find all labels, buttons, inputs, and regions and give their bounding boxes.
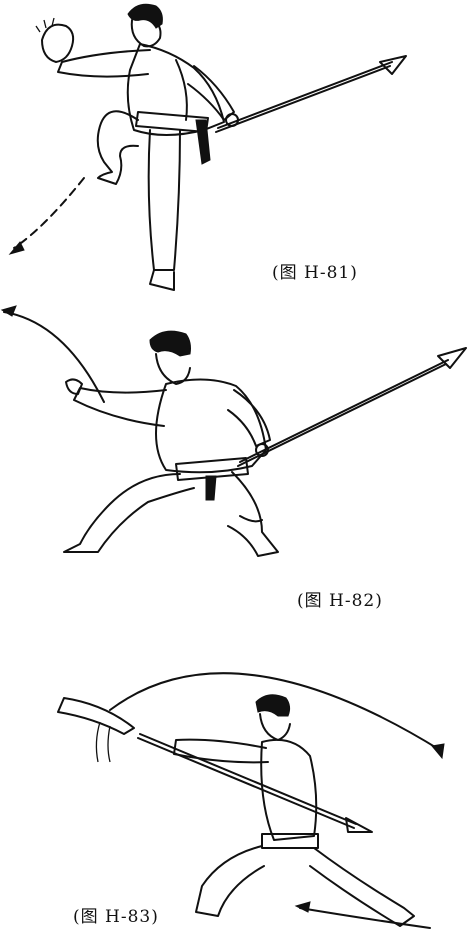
figure-h81: (图 H-81) [0, 0, 469, 310]
figure-h81-caption: (图 H-81) [272, 263, 358, 283]
figure-h82-illustration [0, 305, 467, 557]
figure-h83: (图 H-83) [0, 630, 469, 948]
figure-h82: (图 H-82) [0, 300, 469, 630]
figure-h83-caption: (图 H-83) [73, 907, 159, 927]
figure-h82-caption: (图 H-82) [297, 591, 383, 611]
figure-h83-illustration [57, 672, 445, 929]
figure-h81-illustration [8, 3, 407, 291]
